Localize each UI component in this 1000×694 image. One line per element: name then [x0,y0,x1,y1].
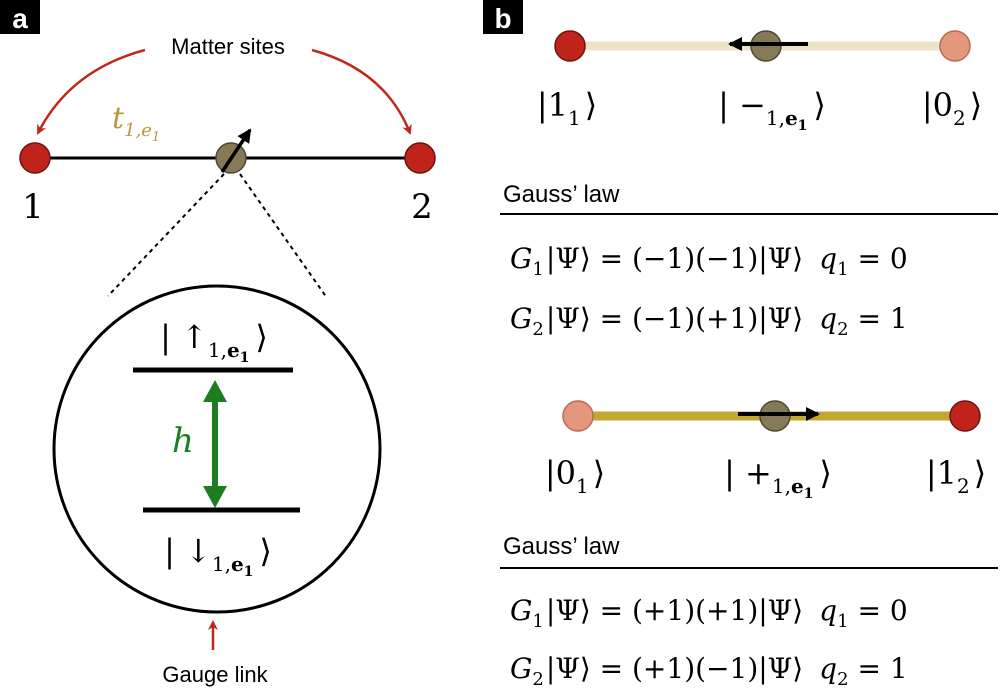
matter-site-1 [19,142,51,174]
config2-mid-ket: | +1,e1⟩ [724,454,832,502]
config2-gauss-title: Gauss’ law [503,533,620,560]
panel-a-label: a [12,3,28,34]
zoom-line-right [239,173,328,299]
matter-site-2 [404,142,436,174]
gauge-spin-arrow [220,128,252,173]
spin-down-ket: | ↓1,e1⟩ [164,532,272,580]
config2-left-site [562,400,594,432]
config1-left-ket: |11⟩ [537,86,597,130]
spin-up-ket: | ↑1,e1⟩ [160,318,268,366]
site-1-label: 1 [22,187,44,227]
zoom-line-left [107,173,225,297]
panel-b-label: b [494,3,511,34]
config1-right-ket: |02⟩ [922,86,982,130]
config2-eq2: G2|Ψ⟩ = (+1)(−1)|Ψ⟩q2 = 1 [510,652,908,690]
matter-sites-arrow-left [36,48,146,135]
config2-right-site [949,400,981,432]
panel-a-label-box [0,0,40,34]
config1-eq2: G2|Ψ⟩ = (−1)(+1)|Ψ⟩q2 = 1 [510,302,908,340]
gauge-link-zoom-circle [52,284,382,614]
gauge-link-label: Gauge link [162,662,268,687]
config1-mid-ket: | −1,e1⟩ [718,86,826,134]
panel-b-label-box [483,0,523,34]
field-arrow-head-up [203,380,227,402]
config2-eq1: G1|Ψ⟩ = (+1)(+1)|Ψ⟩q1 = 0 [510,594,908,632]
field-arrow-head-down [203,486,227,508]
matter-sites-label: Matter sites [171,34,285,59]
field-label: h [172,421,194,461]
config1-left-site [554,30,586,62]
matter-sites-arrow-right [311,48,412,135]
config1-eq1: G1|Ψ⟩ = (−1)(−1)|Ψ⟩q1 = 0 [510,242,908,280]
config2-right-ket: |12⟩ [926,454,986,498]
config1-right-site [939,30,971,62]
site-2-label: 2 [411,187,433,227]
config2-left-ket: |01⟩ [545,454,605,498]
hopping-label: t1,e1 [112,101,160,145]
config1-gauss-title: Gauss’ law [503,181,620,208]
